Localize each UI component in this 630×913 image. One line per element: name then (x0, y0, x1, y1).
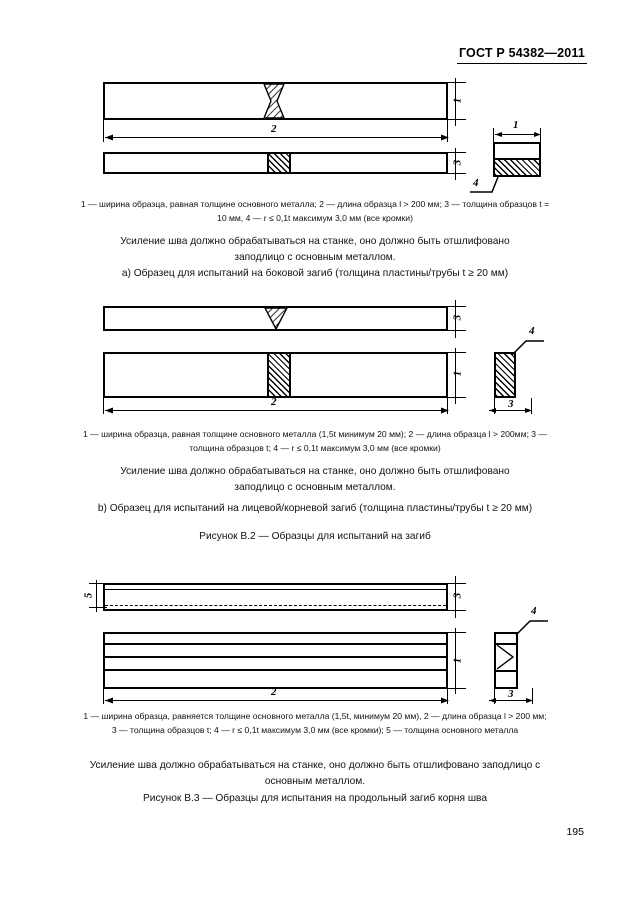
dim-ext-a1-upper-tick (448, 82, 466, 83)
dim-length-b-ext-right (447, 398, 448, 414)
specimen-c-lower-bar (103, 632, 448, 689)
dim-label-c-corner: 4 (531, 605, 537, 617)
specimen-a-cross-section-hatch (495, 159, 539, 175)
page-number: 195 (566, 826, 584, 838)
figure-b2-section-a-label: а) Образец для испытаний на боковой заги… (121, 268, 509, 279)
dim-label-b-length: 2 (271, 396, 277, 408)
dim-ext-c1-lower-tick (448, 688, 466, 689)
dim-cs-a-ext-right (540, 128, 541, 144)
dim-ext-c3 (455, 576, 456, 618)
figure-b3-caption: 1 — ширина образца, равняется толщине ос… (83, 711, 547, 735)
leader-c-corner-radius (515, 620, 548, 636)
specimen-c-layer-line-3 (105, 669, 446, 671)
dim-label-c-base-thickness: 5 (82, 592, 95, 599)
specimen-a-lower-weld-left-edge (267, 154, 269, 172)
dim-ext-b3 (455, 300, 456, 338)
dim-ext-c5 (96, 580, 97, 612)
specimen-b-lower-weld (268, 354, 290, 396)
figure-b3-note: Усиление шва должно обрабатываться на ст… (89, 760, 541, 787)
figure-b2-section-b-note: Усиление шва должно обрабатываться на ст… (120, 466, 510, 493)
dim-length-c-arrows (105, 697, 449, 704)
standard-header-text: ГОСТ Р 54382—2011 (458, 46, 585, 60)
standard-header: ГОСТ Р 54382—2011 (456, 46, 587, 64)
dim-label-a-length: 2 (271, 123, 277, 135)
dim-length-b-ext-left (103, 398, 104, 414)
dim-length-c-ext-right (447, 688, 448, 704)
dim-length-b-line (105, 410, 448, 411)
specimen-b-cross-section (494, 352, 516, 398)
specimen-c-upper-bar (103, 583, 448, 611)
dim-ext-a1-top (455, 78, 456, 126)
specimen-c-cross-section (494, 632, 518, 689)
dim-length-c-line (105, 700, 448, 701)
figure-b2-section-a-caption: 1 — ширина образца, равная толщине основ… (80, 199, 550, 223)
dim-ext-c1 (455, 628, 456, 694)
dim-label-a-cross-width: 1 (513, 119, 519, 131)
dim-label-c-top-thickness: 3 (451, 592, 464, 599)
dim-length-a-ext-left (103, 120, 104, 142)
dim-cs-a-line (495, 134, 539, 135)
dim-cs-b-ext-right (531, 398, 532, 414)
specimen-c-cs-weld-triangle (496, 644, 515, 670)
dim-ext-a3-upper-tick (448, 152, 466, 153)
leader-b-corner-radius (511, 340, 544, 356)
dim-ext-a3-lower-tick (448, 173, 466, 174)
dim-ext-c1-upper-tick (448, 632, 466, 633)
specimen-c-layer-line-2 (105, 656, 446, 658)
dim-ext-b1 (455, 348, 456, 404)
figure-b3-title: Рисунок В.3 — Образцы для испытания на п… (142, 793, 488, 804)
leader-a-corner-radius (470, 176, 499, 193)
dim-cs-a-ext-left (493, 128, 494, 144)
dim-ext-c5-upper-tick (89, 583, 107, 584)
dim-length-a-ext-right (447, 120, 448, 142)
dim-ext-c3-upper-tick (448, 583, 466, 584)
dim-length-a-line (105, 137, 448, 138)
specimen-a-cross-section-divider (493, 158, 541, 160)
dim-ext-b3-upper-tick (448, 306, 466, 307)
dim-label-c-bottom-thickness: 1 (451, 657, 464, 664)
specimen-a-lower-weld-right-edge (289, 154, 291, 172)
dim-ext-c3-lower-tick (448, 610, 466, 611)
dim-ext-b3-lower-tick (448, 330, 466, 331)
dim-label-a-corner: 4 (473, 177, 479, 189)
dim-cs-c-ext-right (532, 688, 533, 704)
dim-length-b-arrows (105, 407, 449, 414)
specimen-c-upper-inner-line (105, 589, 446, 591)
specimen-c-layer-line-1 (105, 643, 446, 645)
figure-b2-section-b-label: b) Образец для испытаний на лицевой/корн… (97, 503, 533, 514)
dim-ext-c5-lower-tick (89, 607, 107, 608)
dim-length-a-arrows (105, 134, 449, 141)
dim-cs-c-line (489, 700, 533, 701)
specimen-a-lower-weld (268, 154, 290, 172)
dim-cs-b-ext-left (494, 398, 495, 414)
figure-b2-title: Рисунок В.2 — Образцы для испытаний на з… (199, 531, 431, 542)
dim-label-b-corner: 4 (529, 325, 535, 337)
specimen-a-weld-hourglass (262, 83, 286, 119)
dim-ext-a1-lower-tick (448, 119, 466, 120)
specimen-c-cs-line-2 (496, 670, 516, 672)
specimen-c-cs-line-1 (496, 643, 516, 645)
dim-ext-b1-upper-tick (448, 352, 466, 353)
header-rule (456, 63, 587, 64)
dim-cs-b-line (489, 410, 532, 411)
specimen-c-cs-dashed-edge (517, 634, 518, 688)
dim-label-b-cross-width: 3 (508, 398, 514, 410)
figure-b2-section-a-note: Усиление шва должно обрабатываться на ст… (120, 236, 510, 263)
dim-ext-a3 (455, 148, 456, 180)
specimen-b-lower-weld-right-edge (289, 354, 291, 396)
specimen-b-weld-vee (263, 307, 289, 331)
figure-b2-section-a-drawing: 1 2 3 1 (0, 0, 630, 200)
specimen-b-lower-weld-left-edge (267, 354, 269, 396)
dim-ext-b1-lower-tick (448, 397, 466, 398)
dim-length-c-ext-left (103, 688, 104, 704)
specimen-c-upper-dashed-line (105, 605, 446, 606)
figure-b2-section-b-caption: 1 — ширина образца, равная толщине основ… (82, 429, 548, 453)
dim-cs-a-arrows (495, 132, 541, 137)
dim-cs-c-ext-left (494, 688, 495, 704)
dim-label-c-cross-width: 3 (508, 688, 514, 700)
dim-label-c-length: 2 (271, 686, 277, 698)
